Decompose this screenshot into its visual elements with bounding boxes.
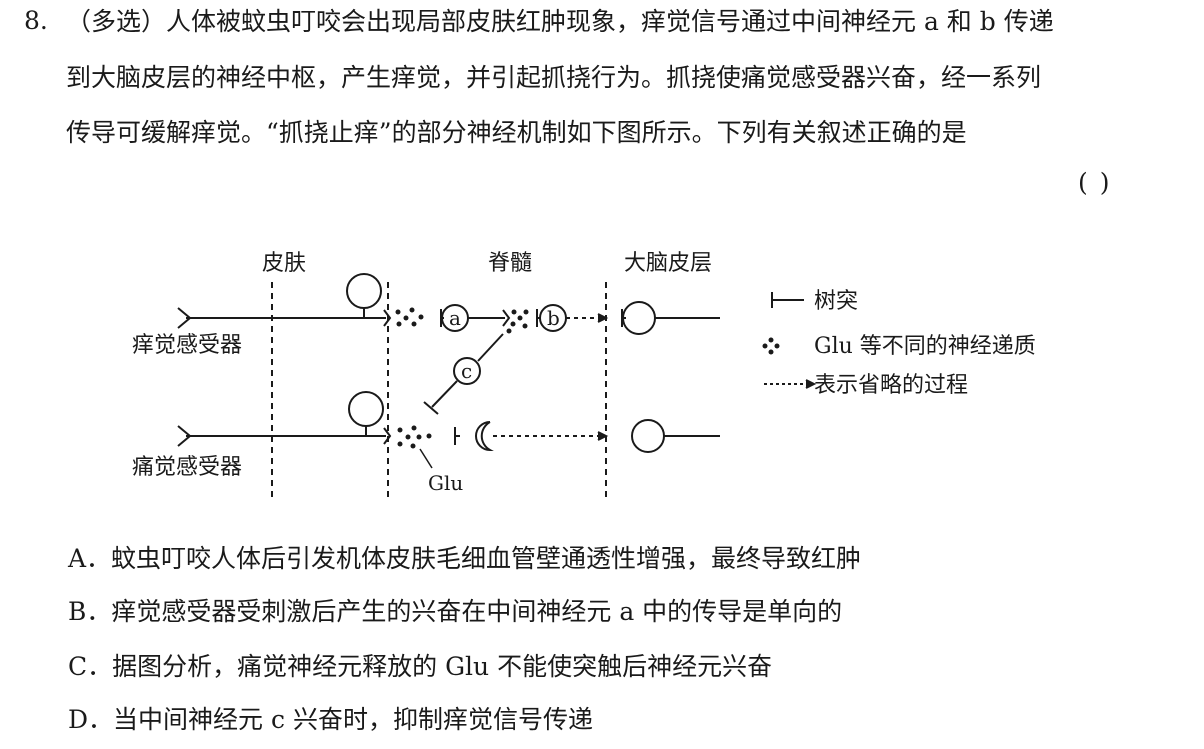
option-b[interactable]: B．痒觉感受器受刺激后产生的兴奋在中间神经元 a 中的传导是单向的: [68, 597, 843, 626]
label-spinal-cord: 脊髓: [488, 251, 532, 276]
option-c[interactable]: C．据图分析，痛觉神经元释放的 Glu 不能使突触后神经元兴奋: [68, 652, 773, 681]
label-skin: 皮肤: [262, 251, 306, 276]
question-number: 8.: [24, 6, 48, 35]
label-neuron-b: b: [547, 306, 560, 330]
label-glu: Glu: [428, 471, 463, 495]
cortex-pain-neuron: [631, 419, 665, 453]
option-d[interactable]: D．当中间神经元 c 兴奋时，抑制痒觉信号传递: [68, 705, 593, 734]
question-stem-line-2: 到大脑皮层的神经中枢，产生痒觉，并引起抓挠行为。抓挠使痛觉感受器兴奋，经一系列: [66, 63, 1042, 92]
label-cerebral-cortex: 大脑皮层: [624, 251, 712, 276]
option-a[interactable]: A．蚊虫叮咬人体后引发机体皮肤毛细血管壁通透性增强，最终导致红肿: [68, 544, 862, 573]
pain-interneuron-soma: [475, 421, 491, 451]
pain-sensory-soma: [348, 391, 384, 427]
itch-sensory-soma: [346, 273, 382, 309]
cortex-itch-neuron: [622, 301, 656, 335]
glu-dots: [395, 307, 780, 449]
legend-dendrite: 树突: [814, 289, 858, 314]
label-itch-receptor: 痒觉感受器: [132, 333, 242, 358]
label-neuron-c: c: [461, 359, 472, 383]
question-stem-line-3: 传导可缓解痒觉。“抓挠止痒”的部分神经机制如下图所示。下列有关叙述正确的是: [66, 118, 967, 147]
label-pain-receptor: 痛觉感受器: [132, 455, 242, 480]
label-neuron-a: a: [449, 306, 461, 330]
legend-omitted-process: 表示省略的过程: [814, 373, 968, 398]
neuron-c-circle: [453, 357, 481, 385]
question-stem-line-1: （多选）人体被蚊虫叮咬会出现局部皮肤红肿现象，痒觉信号通过中间神经元 a 和 b…: [66, 7, 1054, 36]
answer-parentheses: ( ): [1078, 168, 1112, 197]
legend-transmitter: Glu 等不同的神经递质: [814, 334, 1036, 359]
